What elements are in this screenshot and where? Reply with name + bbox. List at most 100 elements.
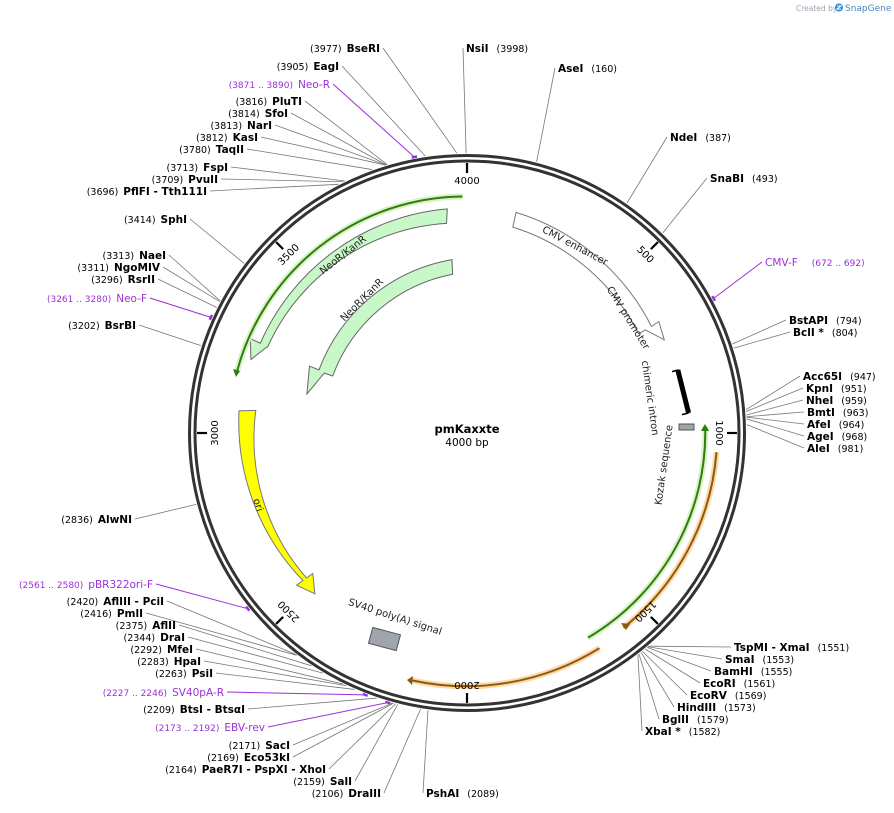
restriction-site[interactable]: AleI(981) [807,443,863,455]
restriction-site[interactable]: AlwNI(2836) [61,514,132,526]
restriction-site[interactable]: BtsI - BtsαI(2209) [143,704,245,716]
site-leader-line [203,660,347,687]
restriction-site[interactable]: PmlI(2416) [80,608,143,620]
site-position: (1569) [735,691,767,702]
restriction-site[interactable]: Acc65I(947) [803,371,876,383]
restriction-site[interactable]: SphI(3414) [124,214,187,226]
restriction-site[interactable]: NarI(3813) [210,120,272,132]
tick-mark [650,616,659,625]
restriction-site[interactable]: BsrBI(3202) [68,320,136,332]
site-leader-line [662,177,708,234]
site-position: (981) [838,444,864,455]
site-leader-line [745,375,801,411]
restriction-site[interactable]: XbaI *(1582) [645,726,720,738]
restriction-site[interactable]: EcoRV(1569) [690,690,766,702]
site-position: (959) [841,396,867,407]
primer[interactable]: SV40pA-R(2227 .. 2246) [103,687,224,699]
site-name: HindIII [677,702,716,714]
site-position: (3296) [91,275,123,286]
site-name: BmtI [807,407,835,419]
restriction-site-labels: BseRI(3977) NsiI(3998) AseI(160) EagI(3905)… [61,43,875,800]
site-position: (3816) [236,97,268,108]
restriction-site[interactable]: HpaI(2283) [137,656,201,668]
site-position: (2283) [137,657,169,668]
restriction-site[interactable]: DraIII(2106) [312,788,381,800]
primer[interactable]: pBR322ori-F(2561 .. 2580) [19,579,153,591]
site-position: (2344) [124,633,156,644]
restriction-site[interactable]: BamHI(1555) [714,666,792,678]
restriction-site[interactable]: SmaI(1553) [725,654,794,666]
primer[interactable]: Neo-R(3871 .. 3890) [229,79,330,91]
site-position: (2416) [80,609,112,620]
restriction-site[interactable]: NdeI(387) [670,132,731,144]
site-name: DraI [160,632,185,644]
site-leader-line [145,612,297,656]
site-position: (1555) [761,667,793,678]
restriction-site[interactable]: PluTI(3816) [236,96,302,108]
restriction-site[interactable]: EagI(3905) [277,61,339,73]
site-leader-line [746,416,805,425]
restriction-site[interactable]: NheI(959) [806,395,867,407]
site-position: (2420) [67,597,99,608]
restriction-site[interactable]: AseI(160) [558,63,617,75]
restriction-site[interactable]: NgoMIV(3311) [77,262,160,274]
restriction-site[interactable]: AgeI(968) [807,431,867,443]
site-name: NarI [247,120,272,132]
site-name: XbaI * [645,726,681,738]
site-leader-line [644,648,701,684]
site-leader-line [536,67,556,162]
restriction-site[interactable]: SnaBI(493) [710,173,778,185]
site-leader-line [157,278,217,308]
restriction-site[interactable]: AfeI(964) [807,419,864,431]
restriction-site[interactable]: Eco53kI(2169) [207,752,290,764]
feature-label: Kozak sequence [653,424,675,505]
cmv-enhancer-arrow [512,211,666,341]
restriction-site[interactable]: BglII(1579) [662,714,729,726]
primer[interactable]: EBV-rev(2173 .. 2192) [155,722,265,734]
restriction-site[interactable]: AflII(2375) [116,620,176,632]
primer-leader-line [332,83,415,158]
site-leader-line [648,645,732,648]
backbone-outer-ring [188,154,746,712]
restriction-site[interactable]: AflIII - PciI(2420) [67,596,164,608]
restriction-site[interactable]: BstAPI(794) [789,315,862,327]
restriction-site[interactable]: TspMI - XmaI(1551) [734,642,849,654]
restriction-site[interactable]: BmtI(963) [807,407,868,419]
restriction-site[interactable]: KpnI(951) [806,383,867,395]
site-position: (2171) [229,741,261,752]
snapgene-logo-icon [835,3,843,12]
restriction-site[interactable]: EcoRI(1561) [703,678,775,690]
restriction-site[interactable]: SacI(2171) [229,740,290,752]
restriction-site[interactable]: DraI (2344) [124,632,185,644]
restriction-site[interactable]: PshAI(2089) [426,788,499,800]
restriction-site[interactable]: PflFI - Tth111I(3696) [87,186,207,198]
restriction-site[interactable]: MfeI(2292) [130,644,193,656]
primer[interactable]: Neo-F(3261 .. 3280) [47,293,147,305]
restriction-site[interactable]: HindIII(1573) [677,702,756,714]
restriction-site[interactable]: PaeR7I - PspXI - XhoI(2164) [165,764,326,776]
site-leader-line [138,324,202,347]
feature-label: CMV enhancer [540,225,610,269]
site-leader-line [733,331,791,349]
restriction-site[interactable]: RsrII(3296) [91,274,155,286]
restriction-site[interactable]: SfoI(3814) [228,108,288,120]
restriction-site[interactable]: NaeI(3313) [103,250,167,262]
restriction-site[interactable]: TaqII(3780) [179,144,244,156]
chimeric-intron-bar [675,369,692,414]
primer[interactable]: CMV-F(672 .. 692) [765,257,865,269]
restriction-site[interactable]: PvuII(3709) [152,174,218,186]
leader-lines [134,47,805,794]
restriction-site[interactable]: SalI(2159) [293,776,352,788]
restriction-site[interactable]: PsiI(2263) [155,668,213,680]
restriction-site[interactable]: KasI(3812) [196,132,258,144]
restriction-site[interactable]: BclI *(804) [793,327,857,339]
restriction-site[interactable]: FspI(3713) [167,162,228,174]
orange-orf-arc [622,452,718,629]
restriction-site[interactable]: BseRI(3977) [310,43,380,55]
site-name: NsiI [466,43,489,55]
site-name: SnaBI [710,173,744,185]
site-name: BclI * [793,327,824,339]
restriction-site[interactable]: NsiI(3998) [466,43,528,55]
